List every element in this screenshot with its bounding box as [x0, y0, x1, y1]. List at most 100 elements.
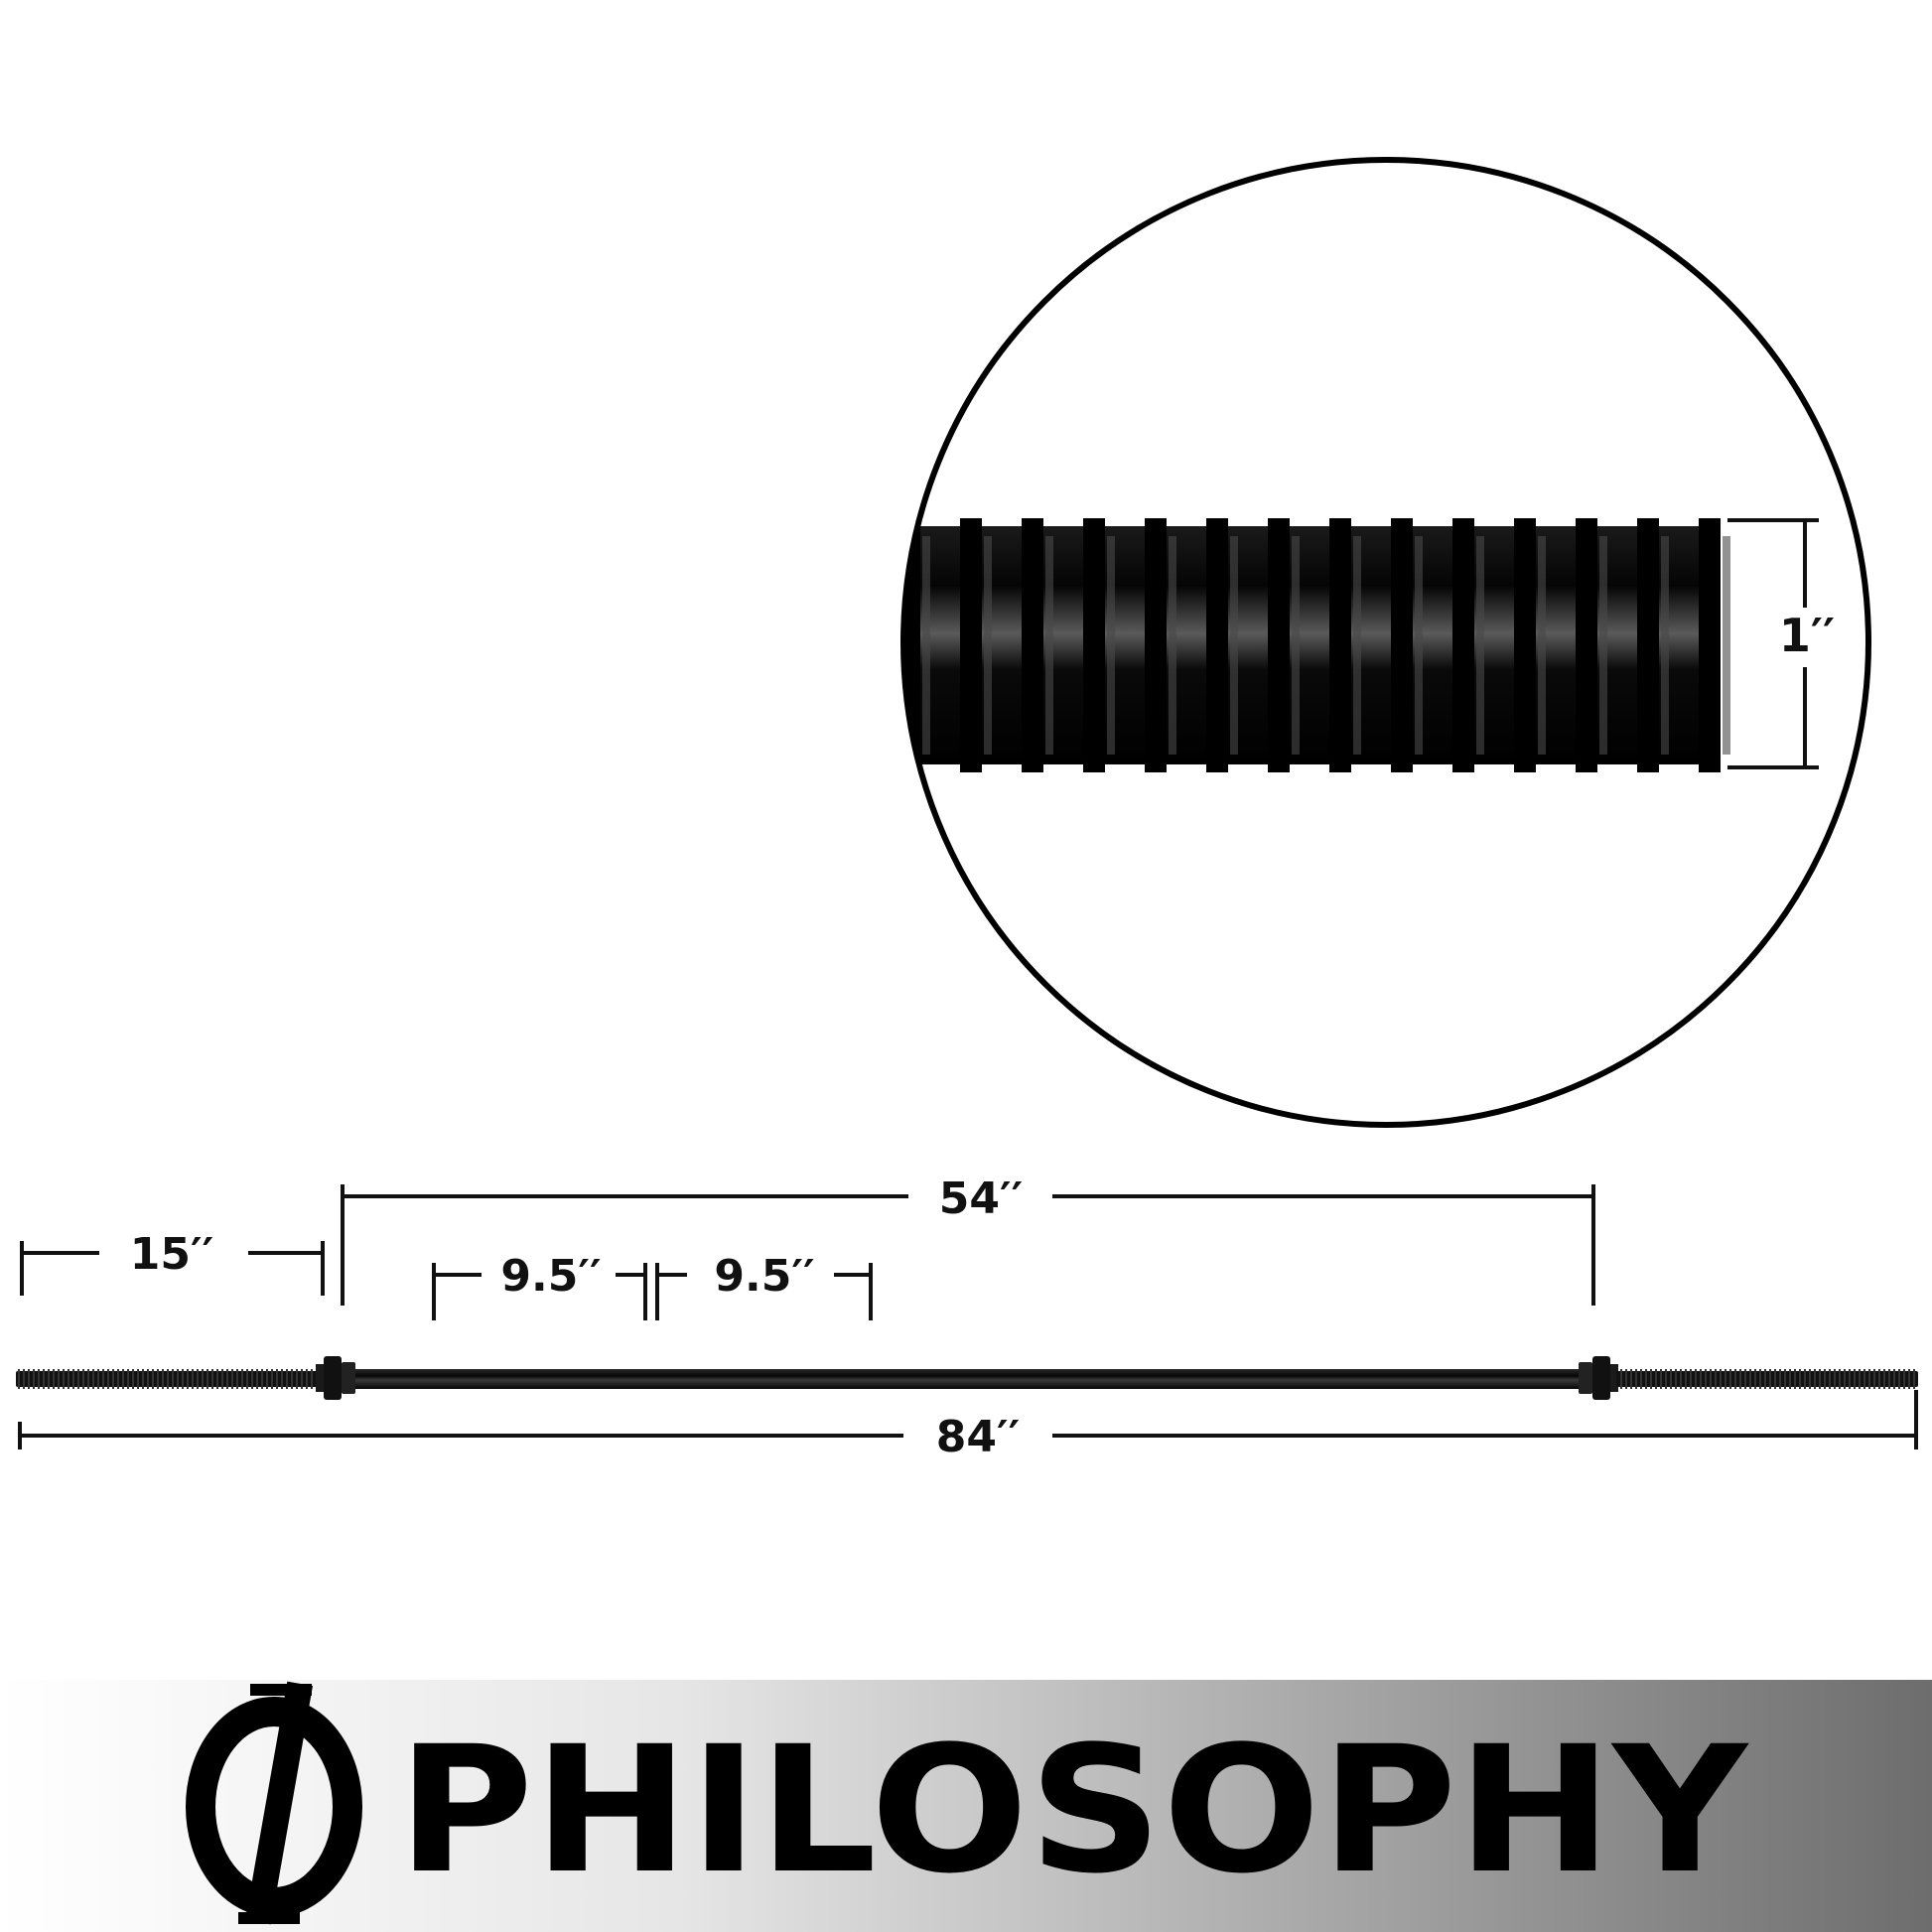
- sleeve-thread: [1873, 1369, 1875, 1389]
- grip-dimension: 54′′: [341, 1173, 1595, 1306]
- sleeve-thread: [1814, 1369, 1816, 1389]
- sleeve-thread: [77, 1369, 79, 1389]
- thread-highlight: [1107, 536, 1115, 755]
- thread-highlight: [1599, 536, 1607, 755]
- sleeve-thread: [256, 1369, 258, 1389]
- thread-highlight: [922, 536, 930, 755]
- sleeve-thread: [43, 1369, 45, 1389]
- thread-ridge: [1022, 518, 1043, 772]
- sleeve-thread: [296, 1369, 298, 1389]
- thread-highlight: [1415, 536, 1423, 755]
- thread-ridge: [1206, 518, 1228, 772]
- sleeve-dimension: 15′′: [20, 1229, 325, 1296]
- sleeve-thread: [1829, 1369, 1831, 1389]
- thread-ridge: [1637, 518, 1659, 772]
- sleeve-thread: [68, 1369, 69, 1389]
- sleeve-thread: [1754, 1369, 1756, 1389]
- sleeve-thread: [97, 1369, 99, 1389]
- sleeve-thread: [28, 1369, 30, 1389]
- sleeve-thread: [53, 1369, 55, 1389]
- sleeve-thread: [182, 1369, 184, 1389]
- sleeve-thread: [266, 1369, 268, 1389]
- sleeve-thread: [241, 1369, 243, 1389]
- thread-highlight: [1045, 536, 1053, 755]
- right-collar: [1579, 1356, 1618, 1400]
- sleeve-thread: [301, 1369, 303, 1389]
- sleeve-thread: [1635, 1369, 1637, 1389]
- sleeve-thread: [1729, 1369, 1731, 1389]
- sleeve-thread: [152, 1369, 154, 1389]
- sleeve-thread: [1809, 1369, 1811, 1389]
- sleeve-length-label: 15′′: [130, 1229, 213, 1280]
- thread-ridge: [1576, 518, 1597, 772]
- sleeve-thread: [38, 1369, 40, 1389]
- sleeve-thread: [1903, 1369, 1905, 1389]
- sleeve-thread: [102, 1369, 104, 1389]
- sleeve-thread: [1625, 1369, 1627, 1389]
- thread-ridge: [1268, 518, 1290, 772]
- thread-ridge: [960, 518, 982, 772]
- thread-highlight: [984, 536, 992, 755]
- sleeve-thread: [216, 1369, 218, 1389]
- sleeve-thread: [231, 1369, 233, 1389]
- thread-highlight: [1661, 536, 1669, 755]
- sleeve-thread: [202, 1369, 204, 1389]
- thread-highlight: [1723, 536, 1730, 755]
- sleeve-thread: [82, 1369, 84, 1389]
- brand-wordmark: PHILOSOPHY: [397, 1709, 1750, 1912]
- thread-ridge: [1452, 518, 1474, 772]
- thread-highlight: [1230, 536, 1238, 755]
- zoom-circle-outline: [900, 157, 1871, 1128]
- sleeve-thread: [1888, 1369, 1890, 1389]
- sleeve-thread: [1720, 1369, 1722, 1389]
- grip-shaft: [355, 1369, 1579, 1389]
- sleeve-thread: [1700, 1369, 1702, 1389]
- sleeve-thread: [1804, 1369, 1806, 1389]
- sleeve-thread: [1710, 1369, 1712, 1389]
- sleeve-thread: [1680, 1369, 1682, 1389]
- sleeve-thread: [1620, 1369, 1622, 1389]
- sleeve-thread: [1670, 1369, 1672, 1389]
- sleeve-thread: [1650, 1369, 1652, 1389]
- thread-ridge: [1514, 518, 1536, 772]
- diameter-label: 1′′: [1779, 609, 1835, 662]
- sleeve-thread: [1789, 1369, 1791, 1389]
- thread-ridge: [1145, 518, 1167, 772]
- sleeve-thread: [63, 1369, 65, 1389]
- sleeve-thread: [1849, 1369, 1851, 1389]
- sleeve-thread: [286, 1369, 288, 1389]
- sleeve-thread: [177, 1369, 179, 1389]
- sleeve-thread: [1645, 1369, 1647, 1389]
- sleeve-thread: [207, 1369, 208, 1389]
- sleeve-thread: [1868, 1369, 1870, 1389]
- sleeve-thread: [1819, 1369, 1821, 1389]
- sleeve-thread: [1878, 1369, 1880, 1389]
- sleeve-thread: [261, 1369, 263, 1389]
- total-length-label: 84′′: [936, 1412, 1020, 1462]
- knurl-left-label: 9.5′′: [500, 1251, 601, 1302]
- sleeve-thread: [1859, 1369, 1861, 1389]
- sleeve-thread: [1660, 1369, 1662, 1389]
- sleeve-thread: [306, 1369, 308, 1389]
- sleeve-thread: [1725, 1369, 1726, 1389]
- sleeve-thread: [122, 1369, 124, 1389]
- sleeve-thread: [1685, 1369, 1687, 1389]
- sleeve-thread: [18, 1369, 20, 1389]
- threaded-rod-closeup: [903, 518, 1730, 772]
- sleeve-thread: [72, 1369, 74, 1389]
- diameter-dimension: 1′′: [1727, 518, 1835, 769]
- sleeve-thread: [1764, 1369, 1766, 1389]
- sleeve-thread: [1695, 1369, 1697, 1389]
- thread-ridge: [1329, 518, 1351, 772]
- sleeve-thread: [1824, 1369, 1826, 1389]
- left-collar: [316, 1356, 355, 1400]
- sleeve-thread: [157, 1369, 159, 1389]
- thread-ridge: [1699, 518, 1721, 772]
- sleeve-thread: [1854, 1369, 1856, 1389]
- sleeve-thread: [33, 1369, 35, 1389]
- sleeve-thread: [1839, 1369, 1841, 1389]
- sleeve-thread: [172, 1369, 174, 1389]
- sleeve-thread: [1630, 1369, 1632, 1389]
- sleeve-thread: [276, 1369, 278, 1389]
